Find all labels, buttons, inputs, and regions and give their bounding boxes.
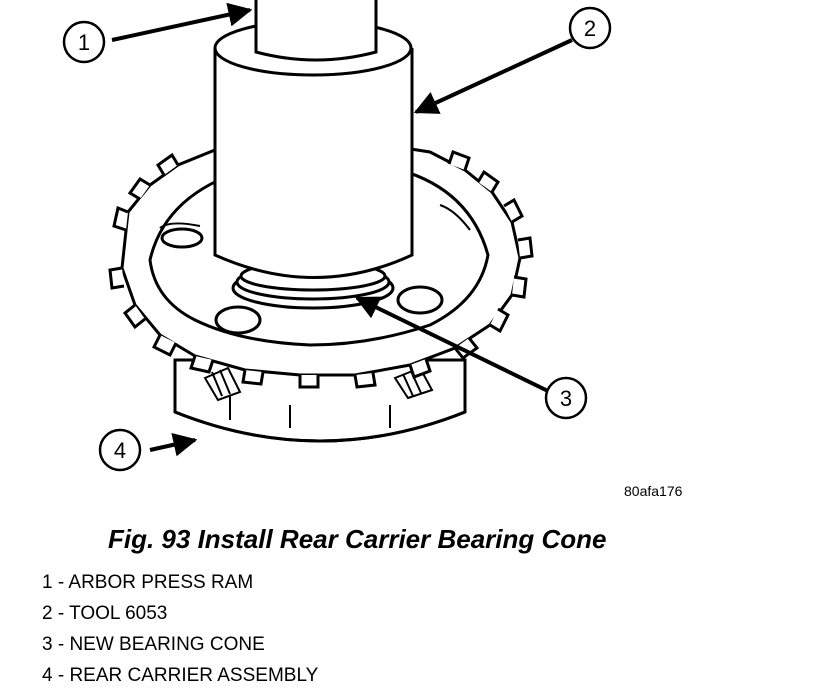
svg-text:2: 2 <box>584 16 596 41</box>
illustration: 1 2 3 4 <box>62 0 612 472</box>
figure-id: 80afa176 <box>624 483 683 499</box>
legend-item: 1 - ARBOR PRESS RAM <box>42 572 254 593</box>
side-gears <box>203 366 434 402</box>
svg-text:3: 3 <box>560 386 572 411</box>
leader-arrows <box>111 2 573 457</box>
legend-list: 1 - ARBOR PRESS RAM 2 - TOOL 6053 3 - NE… <box>42 567 318 691</box>
svg-text:4: 4 <box>114 438 126 463</box>
figure-caption: Fig. 93 Install Rear Carrier Bearing Con… <box>108 524 607 554</box>
callout-2: 2 <box>568 6 612 50</box>
svg-text:1: 1 <box>78 30 90 55</box>
callout-4: 4 <box>98 428 142 472</box>
legend-item: 3 - NEW BEARING CONE <box>42 634 265 655</box>
arbor-press-ram <box>254 0 378 62</box>
legend-item: 4 - REAR CARRIER ASSEMBLY <box>42 665 319 686</box>
callout-1: 1 <box>62 20 106 64</box>
callout-3: 3 <box>544 376 588 420</box>
legend-item: 2 - TOOL 6053 <box>42 603 168 624</box>
